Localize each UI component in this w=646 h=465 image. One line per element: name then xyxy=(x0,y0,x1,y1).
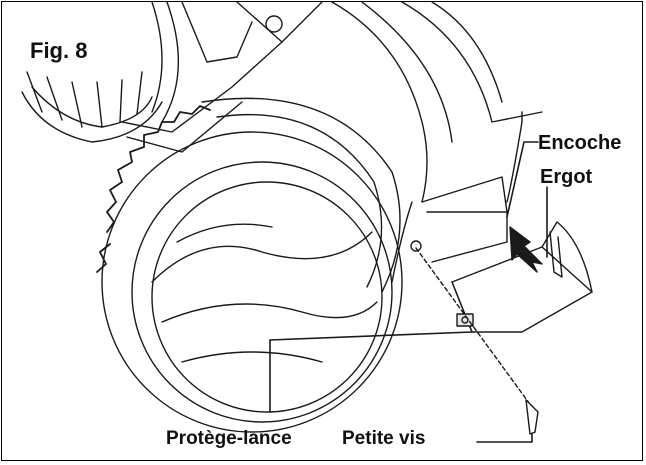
figure-title: Fig. 8 xyxy=(30,38,88,63)
wheel-fender xyxy=(201,97,401,293)
wheel xyxy=(96,105,403,433)
callout-ergot: Ergot xyxy=(540,166,593,188)
callout-petite-vis: Petite vis xyxy=(342,428,426,449)
leader-lines xyxy=(269,141,548,443)
callout-protege-lance: Protège-lance xyxy=(166,428,292,449)
body-shell xyxy=(331,2,543,283)
insertion-arrow xyxy=(509,226,543,273)
nozzle-guard xyxy=(451,221,593,333)
screw xyxy=(410,240,539,435)
reel-assembly xyxy=(21,2,323,153)
callout-encoche: Encoche xyxy=(538,132,622,154)
